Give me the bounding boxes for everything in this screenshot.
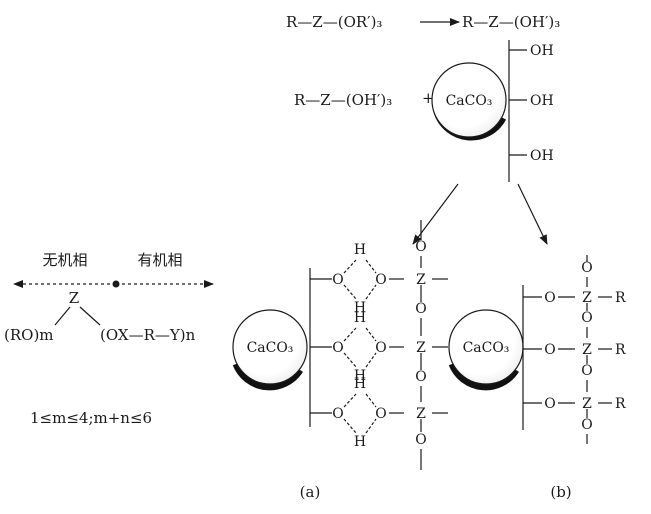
panel-b-row-3-r-group: R xyxy=(615,396,626,412)
panel-b-oxygen-mid-1: O xyxy=(581,310,592,326)
surface-hydroxyl-3: OH xyxy=(530,148,554,164)
silanol-reactant: R—Z—(OH′)₃ xyxy=(294,91,392,109)
hydrogen-bond xyxy=(365,418,377,434)
plus-sign: + xyxy=(422,89,435,107)
hydrolysis-reaction: R—Z—(OR′)₃ R—Z—(OH′)₃ xyxy=(286,13,560,31)
hydrogen-bond xyxy=(343,418,357,434)
panel-a-row-2-z-atom: Z xyxy=(416,340,426,356)
panel-b-row-1-bridging-oxygen: O xyxy=(544,290,555,306)
panel-b-row-3-bridging-oxygen: O xyxy=(544,396,555,412)
panel-a-caco3-particle xyxy=(232,309,308,385)
panel-a-row-2-h-upper: H xyxy=(354,310,366,326)
hydrogen-bond xyxy=(365,259,377,274)
caco3-label: CaCO₃ xyxy=(446,93,493,109)
silanol-product: R—Z—(OH′)₃ xyxy=(462,13,560,31)
surface-reaction: R—Z—(OH′)₃ + CaCO₃ OH OH OH xyxy=(294,40,554,182)
center-dot xyxy=(112,280,120,288)
hydrogen-bond xyxy=(343,352,357,368)
alkoxy-group: (RO)m xyxy=(4,326,54,344)
panel-a-oxygen-mid-2: O xyxy=(415,369,426,385)
panel-a-row-1-surface-oxygen: O xyxy=(332,272,343,288)
panel-a-row-2-h-lower: H xyxy=(354,368,366,384)
panel-a-row-3-silanol-oxygen: O xyxy=(375,406,386,422)
panel-b-oxygen-top: O xyxy=(581,260,592,276)
surface-hydroxyl-1: OH xyxy=(530,43,554,59)
panel-b-oxygen-mid-2: O xyxy=(581,363,592,379)
coupling-agent-structure: 无机相 有机相 Z (RO)m (OX—R—Y)n 1≤m≤4;m+n≤6 xyxy=(4,251,214,427)
panel-a-label: (a) xyxy=(300,483,321,501)
hydrogen-bond xyxy=(343,284,357,300)
surface-hydroxyl-2: OH xyxy=(530,93,554,109)
hydrogen-bond xyxy=(343,327,357,342)
organofunctional-group: (OX—R—Y)n xyxy=(100,326,196,344)
panel-a-oxygen-bottom: O xyxy=(415,432,426,448)
panel-a-row-2-surface-oxygen: O xyxy=(332,340,343,356)
panel-b-row-2-bridging-oxygen: O xyxy=(544,342,555,358)
panel-a-row-1-h-lower: H xyxy=(354,300,366,316)
panel-a-row-3-surface-oxygen: O xyxy=(332,406,343,422)
index-constraint: 1≤m≤4;m+n≤6 xyxy=(30,409,152,427)
silane-reactant: R—Z—(OR′)₃ xyxy=(286,13,382,31)
panel-a-particle-shadow xyxy=(232,362,303,391)
panel-b-row-2-z-atom: Z xyxy=(582,342,592,358)
panel-b-label: (b) xyxy=(550,483,571,501)
panel-b-caco3-label: CaCO₃ xyxy=(463,340,510,356)
panel-a-row-3-h-lower: H xyxy=(354,434,366,450)
panel-b-row-1-r-group: R xyxy=(615,290,626,306)
panel-b-row-1-z-atom: Z xyxy=(582,290,592,306)
arrow-to-panel-a xyxy=(412,183,459,245)
hydrogen-bond xyxy=(365,284,377,300)
panel-a-row-3-h-upper: H xyxy=(354,376,366,392)
panel-a-row-1-silanol-oxygen: O xyxy=(375,272,386,288)
arrow-to-panel-b xyxy=(517,183,548,245)
panel-a-oxygen-top: O xyxy=(415,239,426,255)
panel-a-oxygen-mid-1: O xyxy=(415,301,426,317)
panel-b-row-2-r-group: R xyxy=(615,342,626,358)
hydrogen-bond xyxy=(343,259,357,274)
panel-b-particle-shadow xyxy=(448,362,519,391)
panel-b-row-3-z-atom: Z xyxy=(582,396,592,412)
panel-a-row-1-h-upper: H xyxy=(354,242,366,258)
hydrogen-bond xyxy=(365,327,377,342)
inorganic-phase-label: 无机相 xyxy=(42,251,87,269)
panel-a-row-3-z-atom: Z xyxy=(416,406,426,422)
caco3-particle xyxy=(431,62,507,138)
hydrogen-bond xyxy=(365,393,377,408)
panel-b-oxygen-bottom: O xyxy=(581,417,592,433)
central-atom-z: Z xyxy=(69,289,79,307)
panel-a-row-2-silanol-oxygen: O xyxy=(375,340,386,356)
organic-phase-label: 有机相 xyxy=(137,251,182,269)
hydrogen-bond xyxy=(343,393,357,408)
panel-a-row-1-z-atom: Z xyxy=(416,272,426,288)
panel-a-caco3-label: CaCO₃ xyxy=(247,340,294,356)
hydrogen-bond xyxy=(365,352,377,368)
